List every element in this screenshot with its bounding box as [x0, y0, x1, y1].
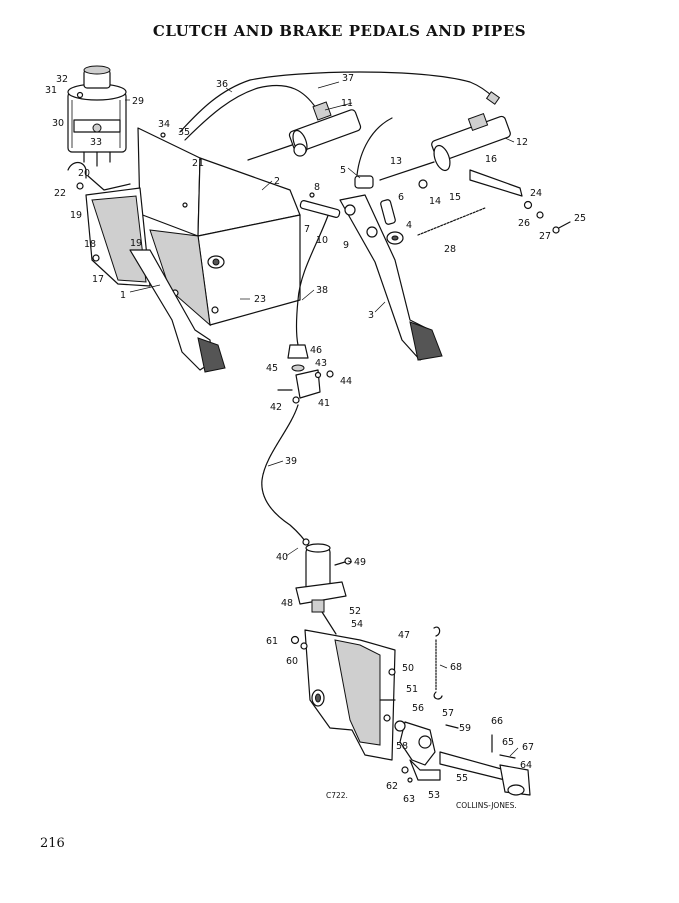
label-28: 28 — [444, 244, 456, 255]
label-66: 66 — [491, 716, 503, 727]
label-45: 45 — [266, 363, 278, 374]
label-41: 41 — [318, 398, 330, 409]
label-19a: 19 — [70, 210, 82, 221]
label-20: 20 — [78, 168, 90, 179]
label-53: 53 — [428, 790, 440, 801]
label-40: 40 — [276, 552, 288, 563]
label-32: 32 — [56, 74, 68, 85]
label-23: 23 — [254, 294, 266, 305]
label-68: 68 — [450, 662, 462, 673]
part-labels: 1 2 3 4 5 6 7 8 9 10 11 12 13 14 15 16 1… — [45, 73, 586, 805]
label-65: 65 — [502, 737, 514, 748]
label-12: 12 — [516, 137, 528, 148]
label-6: 6 — [398, 192, 404, 203]
master-cylinder-12 — [379, 112, 523, 197]
label-60: 60 — [286, 656, 298, 667]
label-36: 36 — [216, 79, 228, 90]
reference-code: C722. — [326, 791, 348, 800]
label-24: 24 — [530, 188, 542, 199]
label-3: 3 — [368, 310, 374, 321]
label-49: 49 — [354, 557, 366, 568]
label-21: 21 — [192, 158, 204, 169]
label-15: 15 — [449, 192, 461, 203]
clevis-64-67 — [491, 734, 531, 796]
reservoir-bracket — [67, 161, 131, 262]
label-62: 62 — [386, 781, 398, 792]
label-14: 14 — [429, 196, 441, 207]
label-4: 4 — [406, 220, 412, 231]
label-58: 58 — [396, 741, 408, 752]
label-55: 55 — [456, 773, 468, 784]
label-17: 17 — [92, 274, 104, 285]
label-16: 16 — [485, 154, 497, 165]
operating-lever-bracket — [304, 629, 396, 761]
label-29: 29 — [132, 96, 144, 107]
label-47: 47 — [398, 630, 410, 641]
label-26: 26 — [518, 218, 530, 229]
page-number: 216 — [40, 836, 65, 851]
artist-credit: COLLINS-JONES. — [456, 801, 517, 810]
label-13: 13 — [390, 156, 402, 167]
label-52: 52 — [349, 606, 361, 617]
label-35: 35 — [178, 127, 190, 138]
label-27: 27 — [539, 231, 551, 242]
page-title: CLUTCH AND BRAKE PEDALS AND PIPES — [152, 22, 527, 40]
flexible-hose — [261, 404, 311, 549]
label-43: 43 — [315, 358, 327, 369]
pipe-union-bracket — [277, 344, 334, 404]
leader-lines — [125, 81, 519, 757]
label-34: 34 — [158, 119, 170, 130]
label-42: 42 — [270, 402, 282, 413]
label-63: 63 — [403, 794, 415, 805]
label-7: 7 — [304, 224, 310, 235]
pedal-mounting-box — [85, 127, 301, 327]
label-18: 18 — [84, 239, 96, 250]
label-1: 1 — [120, 290, 126, 301]
label-10: 10 — [316, 235, 328, 246]
label-31: 31 — [45, 85, 57, 96]
label-59: 59 — [459, 723, 471, 734]
lever-shaft-55 — [394, 720, 506, 783]
return-spring-68 — [433, 626, 443, 700]
label-54: 54 — [351, 619, 363, 630]
label-44: 44 — [340, 376, 352, 387]
brake-pedal-right — [339, 117, 443, 361]
clutch-pedal-left — [129, 249, 226, 373]
label-61: 61 — [266, 636, 278, 647]
label-64: 64 — [520, 760, 532, 771]
label-5: 5 — [340, 165, 346, 176]
label-37: 37 — [342, 73, 354, 84]
master-cylinder-11 — [247, 101, 362, 161]
label-56: 56 — [412, 703, 424, 714]
slave-cylinder — [295, 543, 352, 635]
label-48: 48 — [281, 598, 293, 609]
fixing-bolt-60-61 — [290, 635, 308, 650]
label-19b: 19 — [130, 238, 142, 249]
label-22: 22 — [54, 188, 66, 199]
fluid-reservoir — [67, 65, 127, 167]
label-30: 30 — [52, 118, 64, 129]
label-25: 25 — [574, 213, 586, 224]
label-39: 39 — [285, 456, 297, 467]
label-50: 50 — [402, 663, 414, 674]
label-33: 33 — [90, 137, 102, 148]
label-67: 67 — [522, 742, 534, 753]
fixing-bolts-24-27 — [523, 200, 571, 234]
label-2: 2 — [274, 176, 280, 187]
label-11: 11 — [341, 98, 353, 109]
label-38: 38 — [316, 285, 328, 296]
label-57: 57 — [442, 708, 454, 719]
label-8: 8 — [314, 182, 320, 193]
label-51: 51 — [406, 684, 418, 695]
pivot-shaft-and-bushes — [299, 192, 486, 245]
label-9: 9 — [343, 240, 349, 251]
label-46: 46 — [310, 345, 322, 356]
hydraulic-pipes — [179, 71, 501, 346]
